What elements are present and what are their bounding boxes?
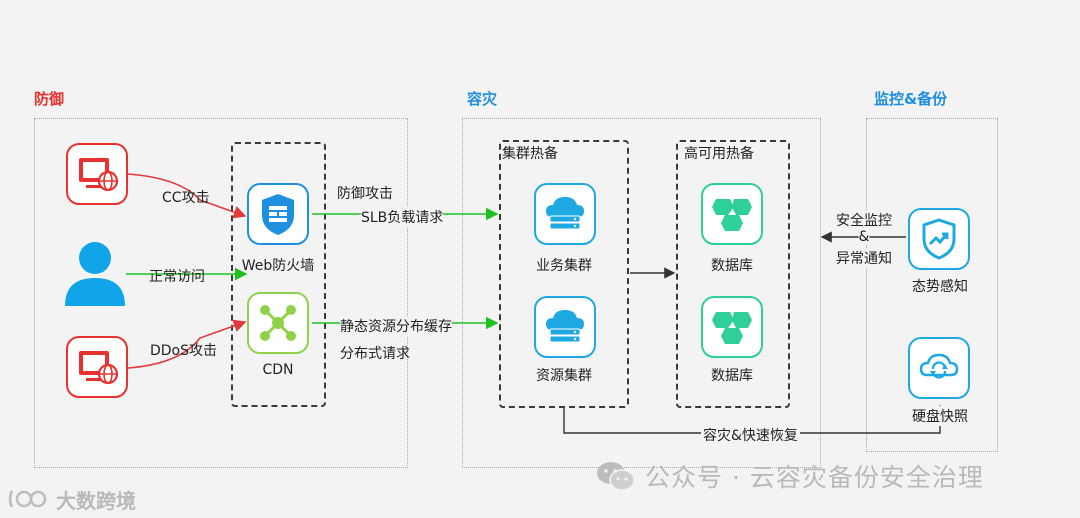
ha-hot-standby-title: 高可用热备 xyxy=(684,146,754,162)
disaster-panel xyxy=(462,118,821,468)
database-icon xyxy=(712,199,752,231)
waf-node xyxy=(247,183,309,245)
security-monitor-label-2: & xyxy=(858,229,870,245)
defense-attack-label: 防御攻击 xyxy=(337,186,393,202)
cdn-network-icon xyxy=(260,305,296,341)
ha-hot-standby-box xyxy=(676,140,790,408)
section-title-monitor: 监控&备份 xyxy=(874,90,948,108)
defense-panel xyxy=(34,118,408,468)
database-node-1 xyxy=(701,183,763,245)
database-icon xyxy=(712,312,752,344)
security-monitor-label-3: 异常通知 xyxy=(836,248,892,268)
cdn-label: CDN xyxy=(262,362,294,378)
business-cluster-node xyxy=(534,183,596,245)
cloud-server-icon xyxy=(546,197,584,230)
business-cluster-label: 业务集群 xyxy=(536,258,592,274)
section-title-defense: 防御 xyxy=(34,90,65,108)
security-monitor-label-1: 安全监控 xyxy=(836,210,892,230)
slb-request-label: SLB负载请求 xyxy=(361,207,444,227)
attacker-monitor-2 xyxy=(66,336,128,398)
attacker-monitor-1 xyxy=(66,143,128,205)
dr-recovery-label: 容灾&快速恢复 xyxy=(701,425,800,445)
normal-access-label: 正常访问 xyxy=(149,269,205,285)
database-label-2: 数据库 xyxy=(711,368,753,384)
situation-awareness-label: 态势感知 xyxy=(912,279,968,295)
cc-attack-label: CC攻击 xyxy=(162,190,210,206)
user-icon xyxy=(65,242,125,306)
monitor-globe-icon xyxy=(79,351,119,385)
ddos-attack-arrow xyxy=(127,319,247,369)
cloud-server-icon xyxy=(546,310,584,343)
section-title-disaster: 容灾 xyxy=(467,90,498,108)
brand-logo-icon xyxy=(8,490,47,508)
waf-label: Web防火墙 xyxy=(241,258,315,274)
cdn-node xyxy=(247,292,309,354)
shield-trend-icon xyxy=(922,218,956,260)
resource-cluster-label: 资源集群 xyxy=(536,368,592,384)
database-label-1: 数据库 xyxy=(711,258,753,274)
monitor-panel xyxy=(866,118,998,452)
disk-snapshot-node xyxy=(908,337,970,399)
ddos-attack-label: DDoS攻击 xyxy=(150,343,218,359)
snapshot-sync-icon xyxy=(919,353,959,379)
user-avatar xyxy=(63,240,127,306)
static-cache-label: 静态资源分布缓存 xyxy=(340,316,452,336)
cc-attack-arrow xyxy=(127,173,247,219)
brand-watermark-text: 大数跨境 xyxy=(56,488,136,513)
situation-awareness-node xyxy=(908,208,970,270)
cluster-hot-standby-box xyxy=(499,140,629,408)
wechat-watermark-text: 公众号 · 云容灾备份安全治理 xyxy=(645,463,984,492)
wechat-watermark: 公众号 · 云容灾备份安全治理 xyxy=(595,458,984,494)
monitor-globe-icon xyxy=(79,158,119,192)
resource-cluster-node xyxy=(534,296,596,358)
wechat-icon xyxy=(597,462,635,491)
cluster-hot-standby-title: 集群热备 xyxy=(502,146,558,162)
brand-watermark: 大数跨境 xyxy=(6,485,136,513)
distributed-request-label: 分布式请求 xyxy=(340,346,410,362)
disk-snapshot-label: 硬盘快照 xyxy=(912,406,968,426)
firewall-shield-icon xyxy=(262,194,294,235)
database-node-2 xyxy=(701,296,763,358)
